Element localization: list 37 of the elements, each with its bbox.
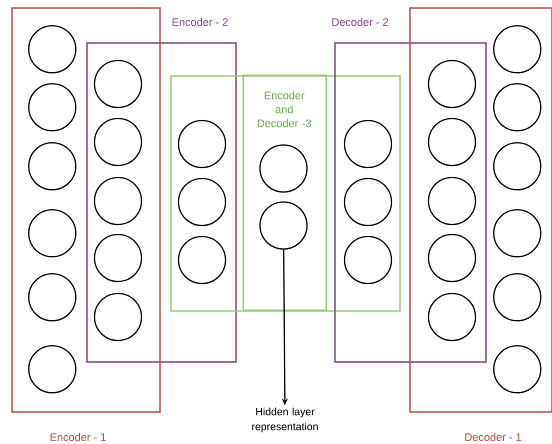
neuron-circle (428, 60, 476, 108)
neuron-circle (28, 142, 76, 190)
node-label: Decoder - 1 (465, 432, 522, 442)
neuron-circle (428, 234, 476, 282)
neuron-circle (428, 118, 476, 166)
neuron-circle (259, 144, 308, 193)
neuron-circle (94, 292, 142, 342)
neuron-circle (493, 273, 542, 322)
neuron-circle (493, 345, 542, 394)
neuron-circle (344, 120, 392, 168)
neuron-circle (28, 345, 76, 394)
neuron-circle (28, 209, 76, 258)
neuron-circle (344, 178, 392, 226)
neuron-circle (28, 273, 76, 322)
caption-text: Hidden layer representation (252, 408, 318, 432)
neuron-circle (493, 25, 542, 74)
neuron-circle (259, 201, 308, 250)
neuron-circle (94, 60, 142, 108)
neuron-circle (428, 176, 476, 226)
neuron-circle (493, 142, 542, 190)
node-label: Encoder - 1 (50, 432, 106, 442)
neuron-circle (178, 120, 226, 168)
neuron-circle (493, 209, 542, 258)
neuron-circle (178, 236, 226, 284)
neuron-circle (344, 236, 392, 284)
group-box (170, 75, 401, 312)
node-label: Encoder - 2 (172, 18, 228, 26)
layer-box: Encoder and Decoder -3 (242, 74, 327, 311)
neuron-circle (94, 234, 142, 282)
neuron-circle (28, 83, 76, 132)
neuron-circle (493, 83, 542, 132)
node-label: Decoder - 2 (332, 18, 388, 26)
neuron-circle (94, 176, 142, 226)
neuron-circle (428, 292, 476, 342)
neuron-circle (28, 25, 76, 74)
neuron-circle (94, 118, 142, 166)
neuron-circle (178, 178, 226, 226)
